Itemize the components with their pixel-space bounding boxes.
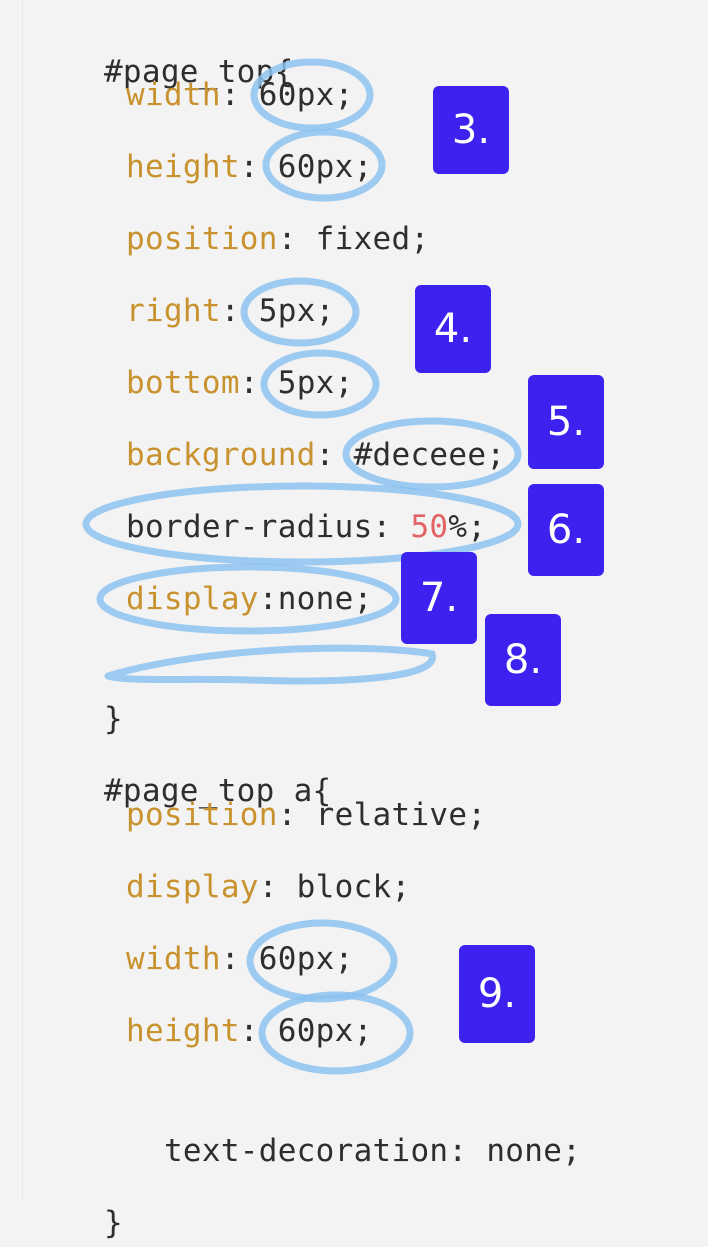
number-badge-8: 8. bbox=[485, 614, 561, 706]
code-line-close-brace: } bbox=[66, 647, 123, 737]
code-line-width: width: 60px; bbox=[126, 71, 354, 119]
code-line-close-brace-2: } bbox=[66, 1151, 123, 1241]
property-value: block; bbox=[277, 869, 411, 905]
property-value: 60px; bbox=[258, 149, 373, 185]
selector-text: #page_top a{ bbox=[103, 773, 332, 809]
property-value: 5px; bbox=[258, 365, 354, 401]
property-name: position bbox=[126, 797, 278, 833]
property-name: width bbox=[126, 77, 221, 113]
code-line-height-a: height: 60px; bbox=[126, 1007, 373, 1055]
code-line-text-decoration: text-decoration: none; bbox=[126, 1079, 581, 1169]
property-name: bottom bbox=[126, 365, 240, 401]
property-name: height bbox=[126, 1013, 240, 1049]
property-value: none; bbox=[277, 581, 373, 617]
number-badge-6: 6. bbox=[528, 484, 604, 576]
property-value: relative; bbox=[296, 797, 487, 833]
number-value: 50 bbox=[410, 509, 449, 545]
code-line-display: display:none; bbox=[126, 575, 373, 623]
code-line-position: position: fixed; bbox=[126, 215, 429, 263]
highlight-stroke bbox=[104, 644, 436, 685]
property-name: position bbox=[126, 221, 278, 257]
declaration-text: text-decoration: none; bbox=[163, 1133, 582, 1169]
colon: : bbox=[239, 149, 259, 185]
code-line-position-relative: position: relative; bbox=[126, 791, 486, 839]
number-badge-9: 9. bbox=[459, 945, 535, 1043]
property-name: background bbox=[126, 437, 316, 473]
colon: : bbox=[277, 797, 297, 833]
property-value: 60px; bbox=[239, 941, 354, 977]
property-name: right bbox=[126, 293, 221, 329]
code-line-display-block: display: block; bbox=[126, 863, 410, 911]
property-value: 5px; bbox=[239, 293, 335, 329]
colon: : bbox=[220, 77, 240, 113]
colon: : bbox=[239, 365, 259, 401]
gutter-line bbox=[22, 0, 23, 1200]
code-line-height: height: 60px; bbox=[126, 143, 373, 191]
code-line-border-radius: border-radius: 50%; bbox=[126, 503, 486, 551]
number-badge-7: 7. bbox=[401, 552, 477, 644]
property-name: display bbox=[126, 581, 259, 617]
declaration-suffix: %; bbox=[448, 509, 487, 545]
property-value: #deceee; bbox=[334, 437, 506, 473]
property-value: fixed; bbox=[296, 221, 430, 257]
declaration-text: border-radius: bbox=[126, 509, 411, 545]
colon: : bbox=[315, 437, 335, 473]
code-line-bottom: bottom: 5px; bbox=[126, 359, 354, 407]
code-line-right: right: 5px; bbox=[126, 287, 335, 335]
property-name: width bbox=[126, 941, 221, 977]
code-line-width-a: width: 60px; bbox=[126, 935, 354, 983]
number-badge-5: 5. bbox=[528, 375, 604, 469]
property-value: 60px; bbox=[239, 77, 354, 113]
close-brace: } bbox=[103, 1205, 123, 1241]
colon: : bbox=[277, 221, 297, 257]
colon: : bbox=[258, 869, 278, 905]
colon: : bbox=[239, 1013, 259, 1049]
number-badge-3: 3. bbox=[433, 86, 509, 174]
property-value: 60px; bbox=[258, 1013, 373, 1049]
code-line-selector-page-top: #page_top{ bbox=[66, 0, 294, 90]
code-line-background: background: #deceee; bbox=[126, 431, 505, 479]
close-brace: } bbox=[103, 701, 123, 737]
colon: : bbox=[258, 581, 278, 617]
property-name: height bbox=[126, 149, 240, 185]
colon: : bbox=[220, 941, 240, 977]
property-name: display bbox=[126, 869, 259, 905]
colon: : bbox=[220, 293, 240, 329]
number-badge-4: 4. bbox=[415, 285, 491, 373]
code-line-selector-page-top-a: #page_top a{ bbox=[66, 719, 332, 809]
